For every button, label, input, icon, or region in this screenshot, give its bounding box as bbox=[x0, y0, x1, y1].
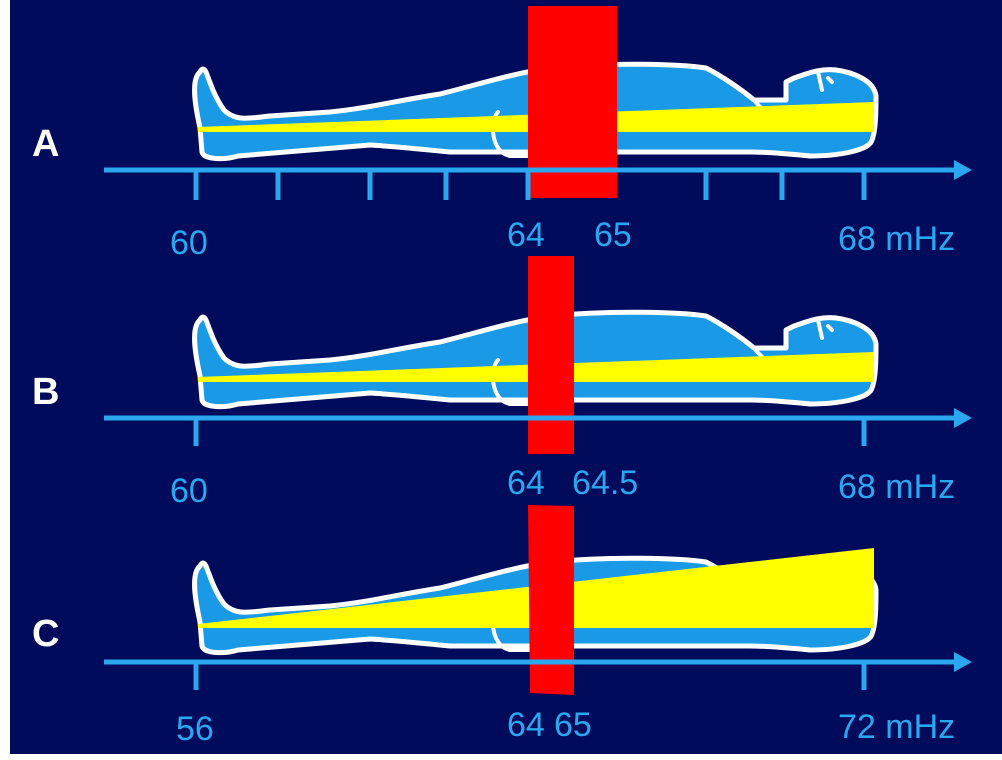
tick-label-c-3: 65 bbox=[554, 706, 592, 744]
row-label-b: B bbox=[32, 371, 59, 413]
diagram-canvas: A 60 64 65 68 mHz bbox=[32, 6, 972, 748]
row-label-a: A bbox=[32, 123, 59, 165]
tick-label-a-2: 64 bbox=[507, 216, 545, 254]
tick-label-a-3: 65 bbox=[594, 216, 632, 254]
tick-label-c-1: 56 bbox=[176, 710, 214, 748]
row-b: B 60 64 64.5 68 mHz bbox=[32, 256, 972, 510]
tick-label-b-3: 64.5 bbox=[572, 464, 638, 502]
slice-band-b bbox=[528, 256, 574, 454]
tick-label-b-1: 60 bbox=[170, 472, 208, 510]
axis-arrow-icon bbox=[954, 408, 972, 428]
tick-label-c-2: 64 bbox=[507, 706, 545, 744]
tick-label-b-4: 68 mHz bbox=[838, 468, 955, 506]
slice-band-a bbox=[528, 6, 617, 198]
row-c: C 56 64 65 72 mHz bbox=[32, 505, 972, 748]
axis-c bbox=[104, 652, 972, 690]
row-a: A 60 64 65 68 mHz bbox=[32, 6, 972, 262]
tick-label-a-1: 60 bbox=[170, 224, 208, 262]
tick-label-b-2: 64 bbox=[507, 464, 545, 502]
mri-gradient-diagram: A 60 64 65 68 mHz bbox=[10, 0, 1002, 754]
axis-a bbox=[104, 160, 972, 200]
axis-b bbox=[104, 408, 972, 446]
axis-arrow-icon bbox=[954, 160, 972, 180]
tick-label-c-4: 72 mHz bbox=[838, 708, 955, 746]
tick-label-a-4: 68 mHz bbox=[838, 220, 955, 258]
slice-band-c bbox=[528, 505, 574, 695]
row-label-c: C bbox=[32, 613, 59, 655]
axis-arrow-icon bbox=[954, 652, 972, 672]
